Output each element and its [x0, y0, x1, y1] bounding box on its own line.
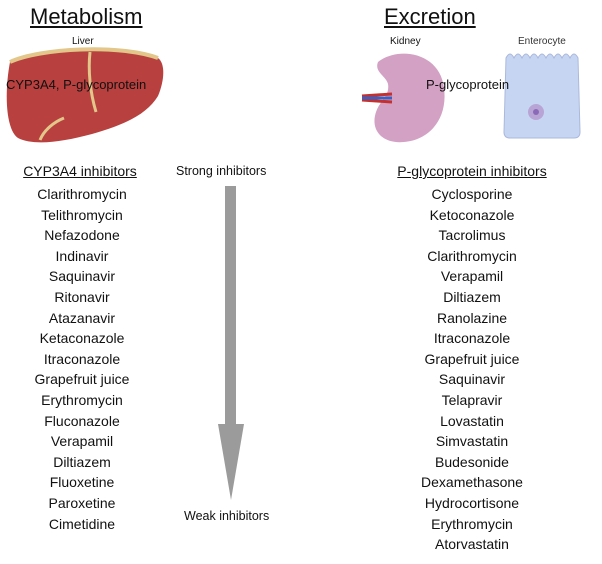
enterocyte-label: Enterocyte: [518, 36, 566, 47]
list-item: Grapefruit juice: [424, 350, 520, 367]
list-item: Fluoxetine: [49, 474, 115, 491]
weak-inhibitors-label: Weak inhibitors: [184, 509, 270, 523]
transporter-label: P-glycoprotein: [426, 77, 510, 92]
enterocyte-illustration: [503, 53, 581, 139]
list-item: Saquinavir: [438, 371, 506, 388]
liver-label: Liver: [72, 36, 94, 47]
cyp3a4-title: CYP3A4 inhibitors: [23, 163, 137, 179]
list-item: Erythromycin: [41, 391, 123, 408]
list-item: Cyclosporine: [431, 186, 513, 202]
list-item: Telithromycin: [41, 206, 123, 223]
list-item: Tacrolimus: [438, 227, 506, 244]
list-item: Clarithromycin: [37, 186, 127, 202]
list-item: Simvastatin: [435, 433, 509, 450]
list-item: Paroxetine: [48, 494, 116, 511]
kidney-label: Kidney: [390, 36, 421, 47]
list-item: Hydrocortisone: [424, 494, 520, 511]
list-item: Verapamil: [440, 268, 504, 285]
list-item: Ritonavir: [54, 288, 110, 305]
list-item: Diltiazem: [53, 453, 111, 470]
list-item: Fluconazole: [44, 412, 120, 429]
list-item: Grapefruit juice: [34, 371, 130, 388]
strong-inhibitors-label: Strong inhibitors: [176, 164, 267, 178]
pgp-title: P-glycoprotein inhibitors: [397, 163, 547, 179]
liver-enzymes-label: CYP3A4, P-glycoprotein: [6, 77, 147, 92]
pgp-inhibitor-list: Cyclosporine Ketoconazole Tacrolimus Cla…: [382, 184, 562, 555]
list-item: Indinavir: [55, 247, 109, 264]
list-item: Budesonide: [435, 453, 509, 470]
list-item: Erythromycin: [431, 515, 513, 532]
list-item: Nefazodone: [44, 227, 120, 244]
list-item: Clarithromycin: [427, 247, 517, 264]
inhibitor-strength-arrow: [218, 186, 244, 500]
list-item: Lovastatin: [440, 412, 504, 429]
list-item: Diltiazem: [443, 288, 501, 305]
list-item: Telapravir: [441, 391, 503, 408]
list-item: Saquinavir: [48, 268, 116, 285]
liver-illustration: [6, 47, 164, 143]
list-item: Cimetidine: [48, 515, 116, 532]
list-item: Atazanavir: [48, 309, 116, 326]
list-item: Itraconazole: [43, 350, 121, 367]
metabolism-heading: Metabolism: [30, 4, 143, 29]
list-item: Ranolazine: [436, 309, 508, 326]
kidney-illustration: [361, 53, 445, 143]
list-item: Dexamethasone: [421, 474, 523, 491]
list-item: Itraconazole: [433, 330, 511, 347]
list-item: Ketaconazole: [39, 330, 125, 347]
list-item: Verapamil: [50, 433, 114, 450]
cyp3a4-inhibitor-list: Clarithromycin Telithromycin Nefazodone …: [0, 184, 164, 534]
list-item: Atorvastatin: [435, 536, 509, 553]
list-item: Ketoconazole: [429, 206, 515, 223]
excretion-heading: Excretion: [384, 4, 476, 29]
